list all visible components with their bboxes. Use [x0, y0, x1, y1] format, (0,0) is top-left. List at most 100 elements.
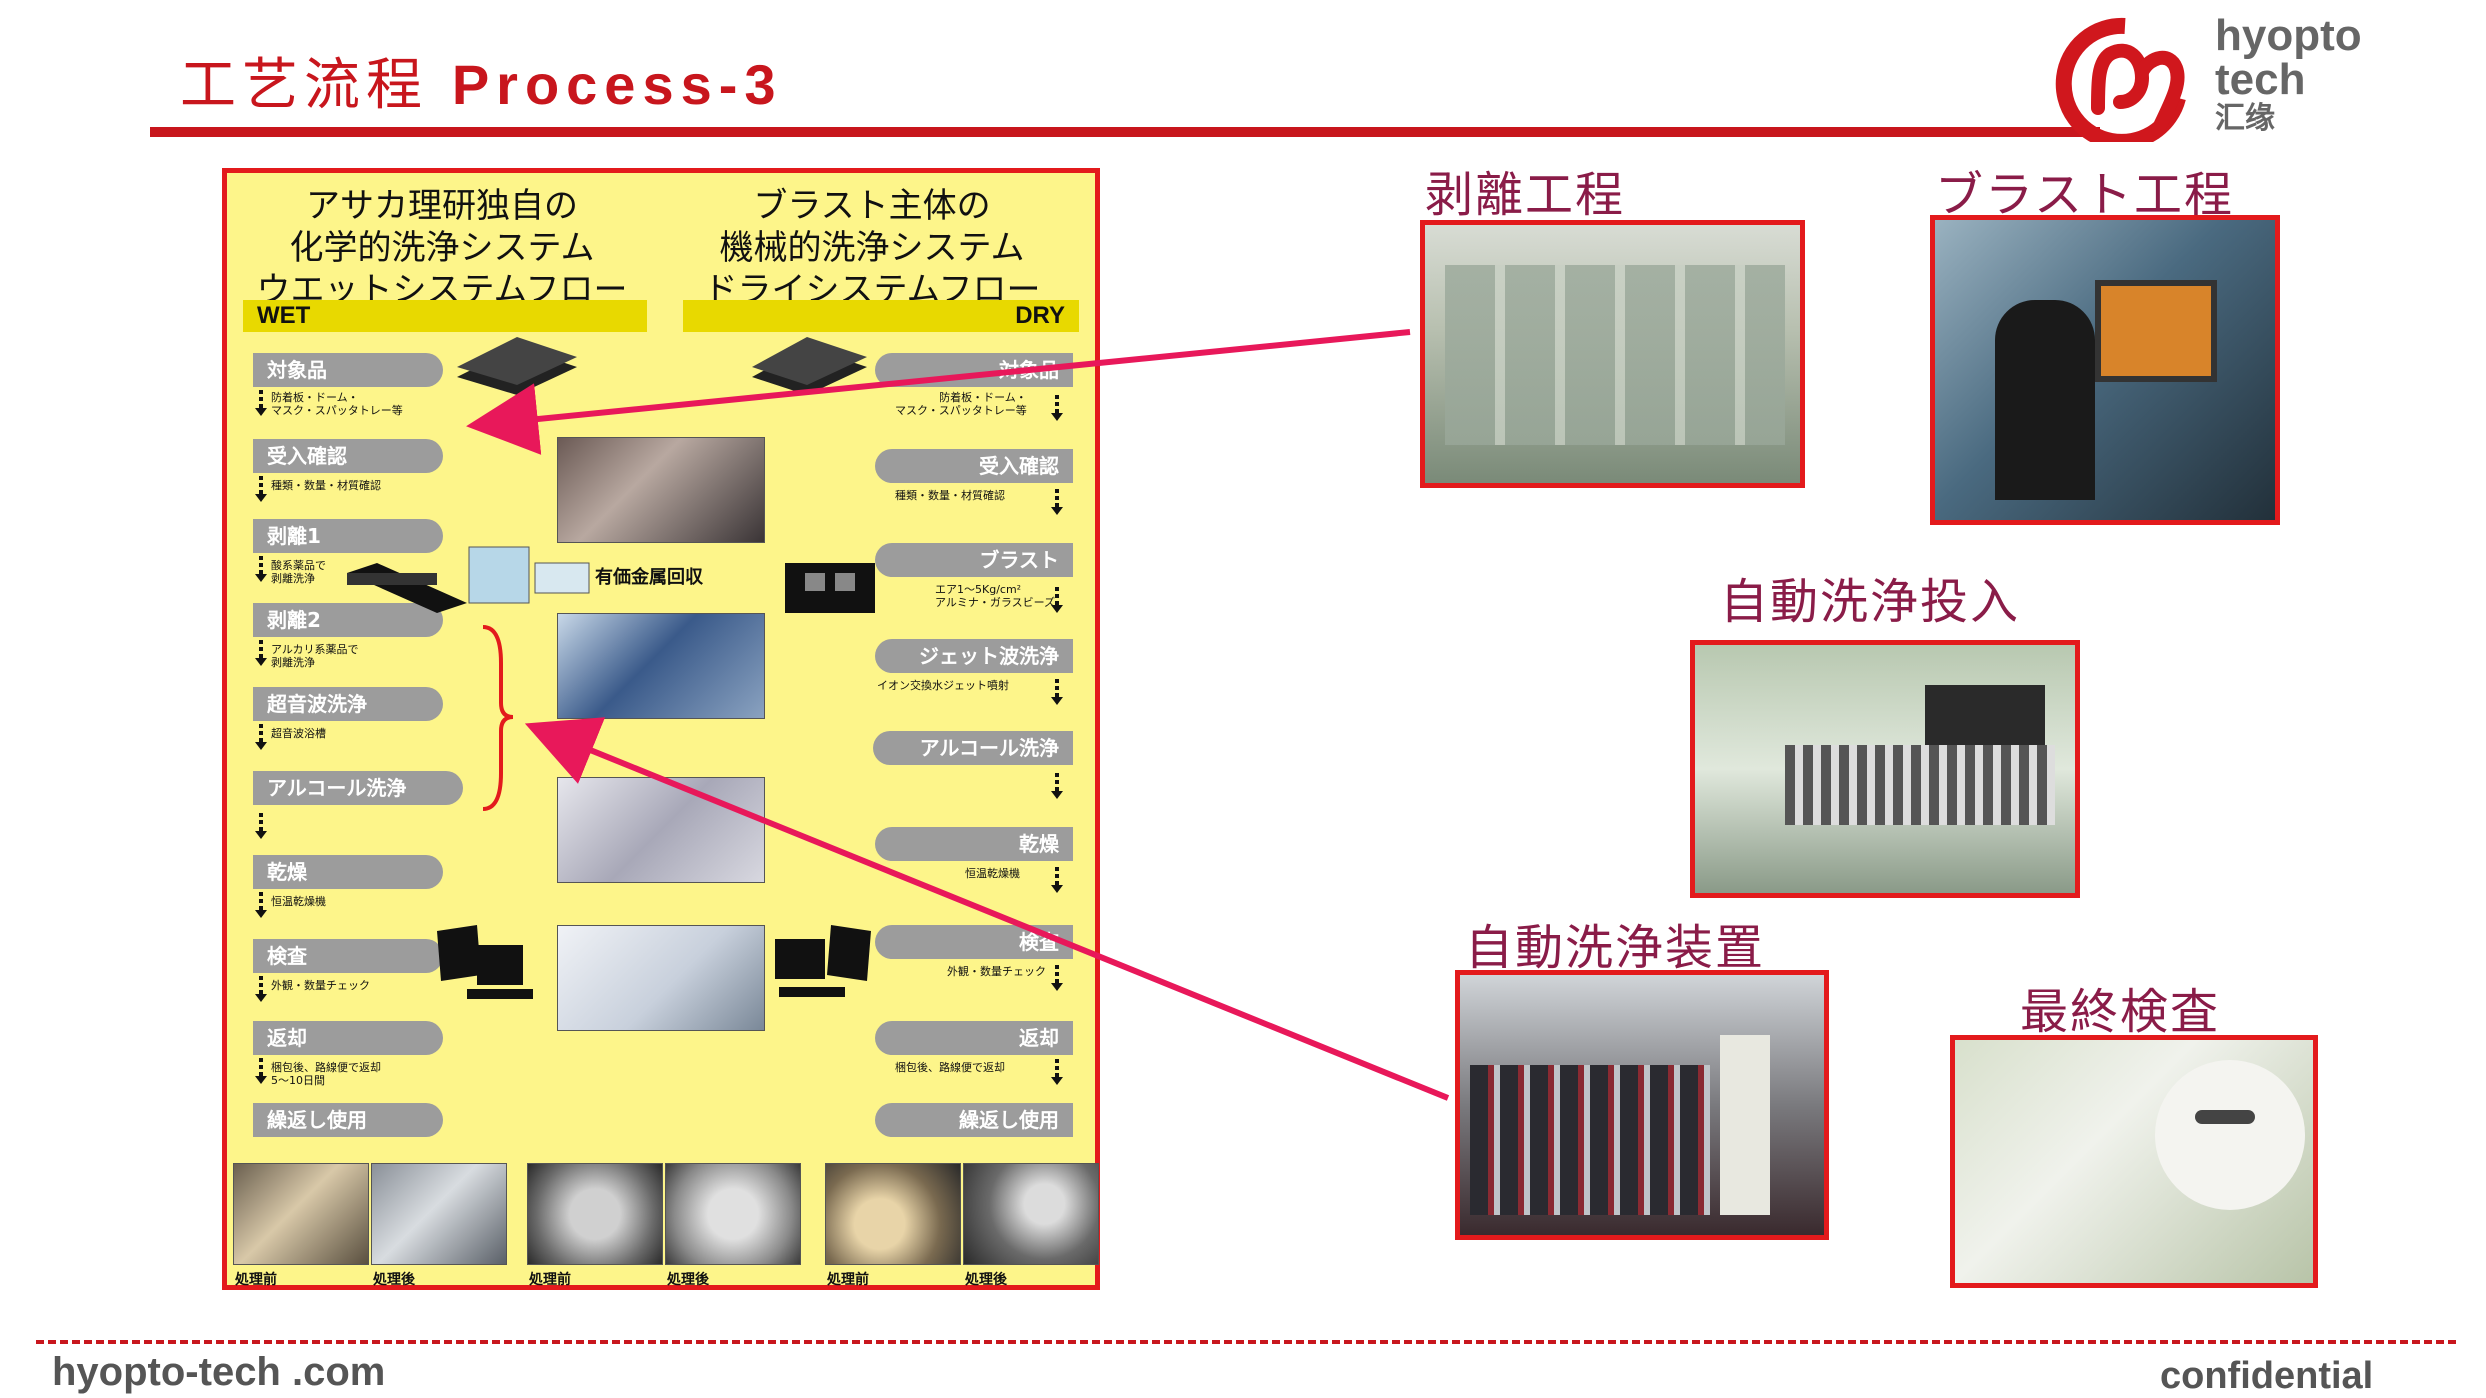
label-auto-cleaning-equipment: 自動洗浄装置 — [1465, 920, 1766, 976]
arrow-stripping-to-flow — [466, 329, 1411, 455]
dry-step-note: イオン交換水ジェット噴射 — [877, 679, 1009, 692]
dry-step: 繰返し使用 — [875, 1103, 1073, 1137]
parts-stack-icon — [752, 337, 867, 395]
sample-photo — [371, 1163, 507, 1265]
down-arrow-icon — [255, 640, 267, 666]
wet-step: 対象品 — [253, 353, 443, 387]
down-arrow-icon — [1051, 395, 1063, 421]
photo-stripping-process — [1420, 220, 1805, 488]
wet-step-note: 酸系薬品で 剥離洗浄 — [271, 559, 326, 585]
wet-step: 受入確認 — [253, 439, 443, 473]
sample-photo — [665, 1163, 801, 1265]
down-arrow-icon — [255, 1058, 267, 1084]
page-title: 工艺流程 Process-3 — [180, 40, 783, 121]
before-caption: 処理前 — [827, 1272, 869, 1288]
photo-auto-cleaning-loading — [1690, 640, 2080, 898]
logo-text-hyopto: hyopto — [2215, 11, 2362, 60]
dry-heading-line: ブラスト主体の — [753, 186, 991, 226]
down-arrow-icon — [255, 390, 267, 416]
after-caption: 処理後 — [667, 1272, 709, 1288]
logo-text-chinese: 汇缘 — [2215, 102, 2275, 135]
down-arrow-icon — [1051, 773, 1063, 799]
wet-step: 超音波洗浄 — [253, 687, 443, 721]
sample-photo — [963, 1163, 1099, 1265]
dry-step: 返却 — [875, 1021, 1073, 1055]
wet-step-note: 恒温乾燥機 — [271, 895, 326, 908]
down-arrow-icon — [1051, 587, 1063, 613]
down-arrow-icon — [1051, 679, 1063, 705]
label-final-inspection: 最終検査 — [2020, 984, 2221, 1040]
wet-step-note: 梱包後、路線便で返却 5〜10日間 — [271, 1061, 381, 1087]
sample-photo — [233, 1163, 369, 1265]
dry-step-note: 恒温乾燥機 — [965, 867, 1020, 880]
down-arrow-icon — [255, 892, 267, 918]
photo-final-inspection — [1950, 1035, 2318, 1288]
after-caption: 処理後 — [373, 1272, 415, 1288]
bracket-icon — [482, 625, 514, 811]
photo-blast-process — [1930, 215, 2280, 525]
dry-step: アルコール洗浄 — [873, 731, 1073, 765]
wet-heading-line: 化学的洗浄システム — [289, 228, 595, 268]
wet-step: アルコール洗浄 — [253, 771, 463, 805]
down-arrow-icon — [255, 976, 267, 1002]
wet-step: 返却 — [253, 1021, 443, 1055]
wet-step-note: 防着板・ドーム・ マスク・スパッタトレー等 — [271, 391, 403, 417]
after-caption: 処理後 — [965, 1272, 1007, 1288]
title-underline — [150, 127, 2100, 137]
down-arrow-icon — [1051, 965, 1063, 991]
dry-step: 受入確認 — [875, 449, 1073, 483]
dry-step-note: 外観・数量チェック — [947, 965, 1046, 978]
recovery-equipment-icon — [468, 546, 590, 604]
wet-step: 検査 — [253, 939, 443, 973]
arrow-equipment-to-flow — [524, 717, 1450, 1101]
before-caption: 処理前 — [529, 1272, 571, 1288]
down-arrow-icon — [255, 556, 267, 582]
sample-photo — [825, 1163, 961, 1265]
dry-heading-line: 機械的洗浄システム — [719, 228, 1025, 268]
parts-stack-icon — [457, 337, 577, 395]
dry-step: ブラスト — [875, 543, 1073, 577]
down-arrow-icon — [255, 724, 267, 750]
flow-chart-poster: アサカ理研独自の 化学的洗浄システム ウエットシステムフロー ブラスト主体の 機… — [222, 168, 1100, 1290]
wet-step-note: アルカリ系薬品で 剥離洗浄 — [271, 643, 359, 669]
wet-tag: WET — [243, 300, 647, 332]
stripping-tank-icon — [347, 563, 467, 613]
down-arrow-icon — [1051, 1059, 1063, 1085]
logo-text-tech: tech — [2215, 55, 2306, 104]
wet-step: 剥離2 — [253, 603, 443, 637]
computer-icon — [437, 925, 533, 999]
sample-photo — [527, 1163, 663, 1265]
down-arrow-icon — [255, 476, 267, 502]
down-arrow-icon — [255, 813, 267, 839]
photo-auto-cleaning-equipment — [1455, 970, 1829, 1240]
footer-divider — [36, 1340, 2456, 1344]
wet-step: 繰返し使用 — [253, 1103, 443, 1137]
company-logo: hyopto tech 汇缘 — [2050, 11, 2362, 150]
dry-step-note: 防着板・ドーム・ マスク・スパッタトレー等 — [895, 391, 1027, 417]
wet-heading-line: アサカ理研独自の — [306, 186, 578, 226]
dry-step-note: 種類・数量・材質確認 — [895, 489, 1005, 502]
footer-confidential: confidential — [2160, 1355, 2374, 1397]
dry-step-note: 梱包後、路線便で返却 — [895, 1061, 1005, 1074]
footer-website: hyopto-tech .com — [52, 1350, 386, 1394]
wet-step: 乾燥 — [253, 855, 443, 889]
dry-tag: DRY — [683, 300, 1079, 332]
down-arrow-icon — [1051, 489, 1063, 515]
before-caption: 処理前 — [235, 1272, 277, 1288]
blast-machine-icon — [785, 563, 875, 613]
photo-inspection-worker — [557, 437, 765, 543]
dry-step: ジェット波洗浄 — [875, 639, 1073, 673]
photo-ultrasonic-bath — [557, 777, 765, 883]
recovery-label: 有価金属回収 — [595, 567, 703, 588]
title-chinese: 工艺流程 — [180, 53, 428, 118]
wet-step-note: 外観・数量チェック — [271, 979, 370, 992]
wet-step-note: 超音波浴槽 — [271, 727, 326, 740]
title-english: Process-3 — [451, 53, 783, 116]
label-auto-cleaning-loading: 自動洗浄投入 — [1720, 574, 2021, 630]
dry-step-note: エア1〜5Kg/cm² アルミナ・ガラスビーズ — [935, 583, 1056, 609]
computer-icon — [775, 925, 871, 997]
logo-mark-icon — [2055, 17, 2186, 150]
label-stripping-process: 剥離工程 — [1425, 167, 1626, 223]
dry-step: 乾燥 — [875, 827, 1073, 861]
